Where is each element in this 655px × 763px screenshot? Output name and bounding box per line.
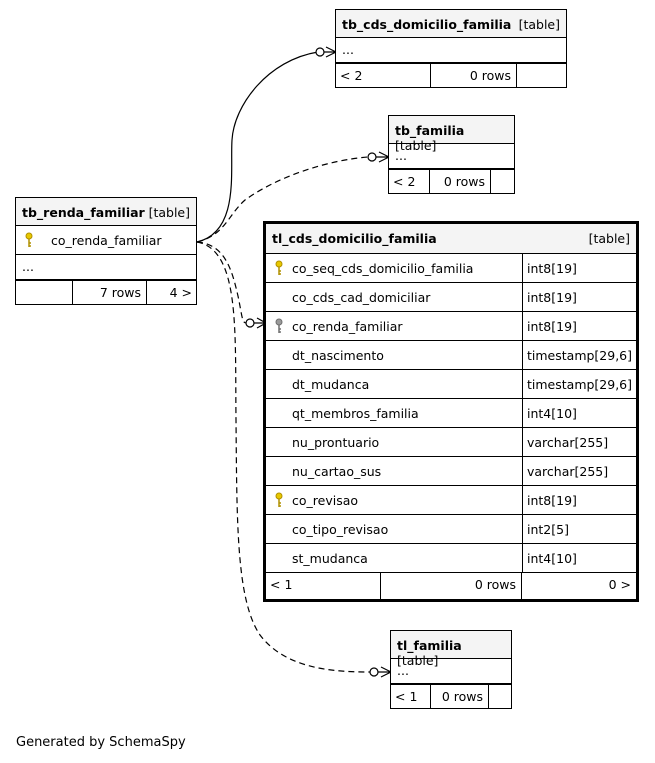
column-divider [522,283,523,311]
column-divider [522,370,523,398]
column-row[interactable]: co_revisao int8[19] [266,486,636,515]
column-divider [522,486,523,514]
table-tb-renda-familiar[interactable]: tb_renda_familiar [table] co_renda_famil… [15,197,197,305]
table-name: tl_familia [397,638,462,653]
parents-count[interactable]: < 2 [393,174,416,189]
column-type: int8[19] [527,261,577,276]
column-name: co_renda_familiar [51,233,162,248]
column-name: nu_cartao_sus [292,464,382,479]
more-columns: ... [16,255,196,280]
column-row[interactable]: co_seq_cds_domicilio_familia int8[19] [266,254,636,283]
column-name: co_tipo_revisao [292,522,389,537]
column-type: int8[19] [527,319,577,334]
column-name: co_renda_familiar [292,319,403,334]
column-type: int4[10] [527,551,577,566]
table-type: [table] [518,17,560,32]
table-type: [table] [588,231,630,246]
table-footer: < 2 0 rows [389,169,514,194]
column-type: timestamp[29,6] [527,348,633,363]
column-divider [522,544,523,572]
parents-count[interactable]: < 1 [395,689,418,704]
primary-key-icon [25,232,33,247]
more-columns: ... [336,38,566,63]
column-type: int8[19] [527,290,577,305]
primary-key-icon [275,492,283,507]
row-count: 0 rows [443,174,485,189]
table-footer: < 1 0 rows 0 > [266,573,636,599]
column-row[interactable]: st_mudanca int4[10] [266,544,636,573]
more-columns: ... [391,659,511,684]
table-name: tb_familia [395,123,465,138]
table-footer: < 2 0 rows [336,63,566,88]
table-type: [table] [395,138,437,153]
link-tl-cds [196,241,247,324]
column-name: nu_prontuario [292,435,380,450]
table-tl-cds-domicilio-familia[interactable]: tl_cds_domicilio_familia [table] co_seq_… [263,221,639,602]
column-divider [522,399,523,427]
row-count: 0 rows [441,689,483,704]
column-row[interactable]: co_tipo_revisao int2[5] [266,515,636,544]
table-type: [table] [148,205,190,220]
children-count[interactable]: 0 > [608,577,631,592]
column-type: varchar[255] [527,464,609,479]
children-count[interactable]: 4 > [169,285,192,300]
column-row[interactable]: qt_membros_familia int4[10] [266,399,636,428]
column-name: dt_nascimento [292,348,384,363]
row-count: 0 rows [474,577,516,592]
table-footer: < 1 0 rows [391,684,511,709]
column-type: varchar[255] [527,435,609,450]
column-name: co_cds_cad_domiciliar [292,290,431,305]
column-row[interactable]: co_renda_familiar [16,226,196,255]
column-divider [522,515,523,543]
table-name: tb_cds_domicilio_familia [342,17,512,32]
column-row[interactable]: dt_mudanca timestamp[29,6] [266,370,636,399]
column-row[interactable]: dt_nascimento timestamp[29,6] [266,341,636,370]
column-type: int2[5] [527,522,569,537]
column-row[interactable]: co_renda_familiar int8[19] [266,312,636,341]
column-type: int4[10] [527,406,577,421]
link-familia [196,156,369,243]
column-divider [522,312,523,340]
column-divider [522,457,523,485]
table-header: tb_renda_familiar [table] [16,198,196,226]
row-count: 7 rows [99,285,141,300]
table-type: [table] [397,653,439,668]
column-name: co_seq_cds_domicilio_familia [292,261,474,276]
column-divider [522,254,523,282]
column-row[interactable]: nu_prontuario varchar[255] [266,428,636,457]
table-header: tb_cds_domicilio_familia [table] [336,10,566,38]
table-tb-familia[interactable]: tb_familia [table] ... < 2 0 rows [388,115,515,194]
foreign-key-icon [275,318,283,333]
table-name: tb_renda_familiar [22,205,145,220]
column-name: qt_membros_familia [292,406,419,421]
generated-by-note: Generated by SchemaSpy [16,735,186,750]
table-tb-cds-domicilio-familia[interactable]: tb_cds_domicilio_familia [table] ... < 2… [335,9,567,88]
column-type: timestamp[29,6] [527,377,633,392]
table-header: tl_cds_domicilio_familia [table] [266,224,636,254]
column-row[interactable]: nu_cartao_sus varchar[255] [266,457,636,486]
table-name: tl_cds_domicilio_familia [272,231,437,246]
table-tl-familia[interactable]: tl_familia [table] ... < 1 0 rows [390,630,512,709]
column-divider [522,341,523,369]
column-name: dt_mudanca [292,377,370,392]
parents-count[interactable]: < 2 [340,68,363,83]
column-type: int8[19] [527,493,577,508]
row-count: 0 rows [469,68,511,83]
parents-count[interactable]: < 1 [270,577,293,592]
column-row[interactable]: co_cds_cad_domiciliar int8[19] [266,283,636,312]
more-columns: ... [389,144,514,169]
link-cds-domicilio [196,51,319,243]
column-divider [522,428,523,456]
link-tl-familia [196,241,371,673]
primary-key-icon [275,260,283,275]
column-name: st_mudanca [292,551,368,566]
table-footer: 7 rows 4 > [16,280,196,305]
column-name: co_revisao [292,493,359,508]
table-header: tb_familia [table] [389,116,514,153]
table-header: tl_familia [table] [391,631,511,668]
